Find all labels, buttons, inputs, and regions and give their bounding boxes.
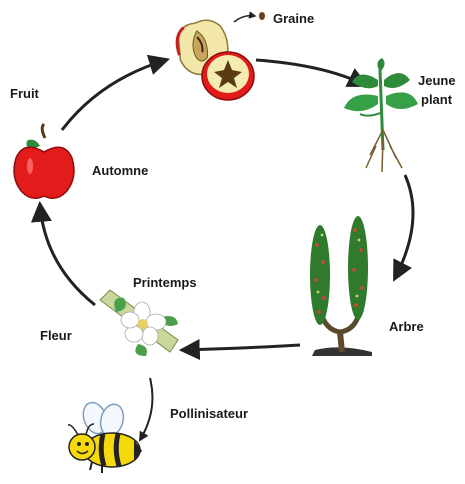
label-jeune: Jeune [418, 72, 456, 89]
label-plant: plant [421, 91, 452, 108]
bee-illustration [68, 399, 142, 473]
arrow-tree-to-flower [183, 345, 300, 350]
flower-illustration [100, 290, 178, 356]
label-graine: Graine [273, 10, 314, 27]
arrow-flower-to-bee [140, 378, 152, 440]
arrow-flower-to-fruit [40, 205, 95, 305]
seed-icon [259, 12, 265, 20]
label-pollinisateur: Pollinisateur [170, 405, 248, 422]
young-plant-illustration [344, 58, 418, 172]
arrow-apple-to-plant [256, 60, 365, 85]
label-fleur: Fleur [40, 327, 72, 344]
cut-apple-illustration [173, 16, 254, 100]
label-automne: Automne [92, 162, 148, 179]
arrow-plant-to-tree [395, 175, 413, 278]
arrow-to-seed [234, 16, 255, 22]
arrow-fruit-to-apple [62, 60, 166, 130]
tree-illustration [310, 216, 372, 356]
label-arbre: Arbre [389, 318, 424, 335]
label-fruit: Fruit [10, 85, 39, 102]
label-printemps: Printemps [133, 274, 197, 291]
apple-illustration [14, 124, 74, 198]
